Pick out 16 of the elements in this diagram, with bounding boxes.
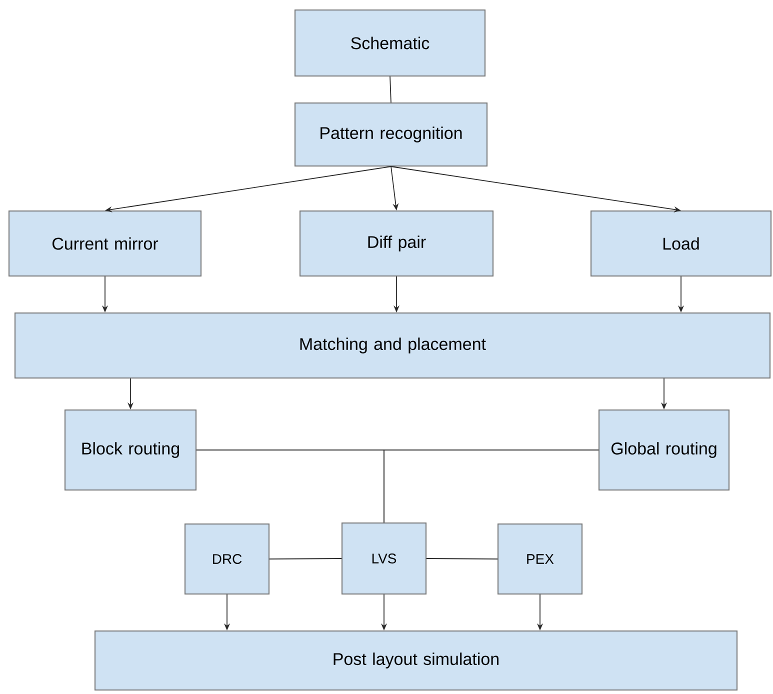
connector (426, 558, 498, 560)
process-box: LVS (342, 522, 426, 594)
process-box: Schematic (294, 10, 486, 76)
process-box: Diff pair (300, 210, 494, 276)
process-box: Load (590, 210, 772, 276)
process-box: Post layout simulation (94, 630, 738, 690)
process-box: Block routing (64, 410, 196, 490)
connector (390, 76, 392, 103)
process-box: PEX (498, 524, 582, 594)
process-box: Matching and placement (14, 312, 770, 378)
connector (384, 450, 599, 523)
process-box: Global routing (598, 410, 730, 490)
process-box: Current mirror (8, 210, 202, 276)
connector (269, 558, 342, 560)
process-box: Pattern recognition (294, 102, 488, 166)
process-box: DRC (184, 524, 270, 594)
